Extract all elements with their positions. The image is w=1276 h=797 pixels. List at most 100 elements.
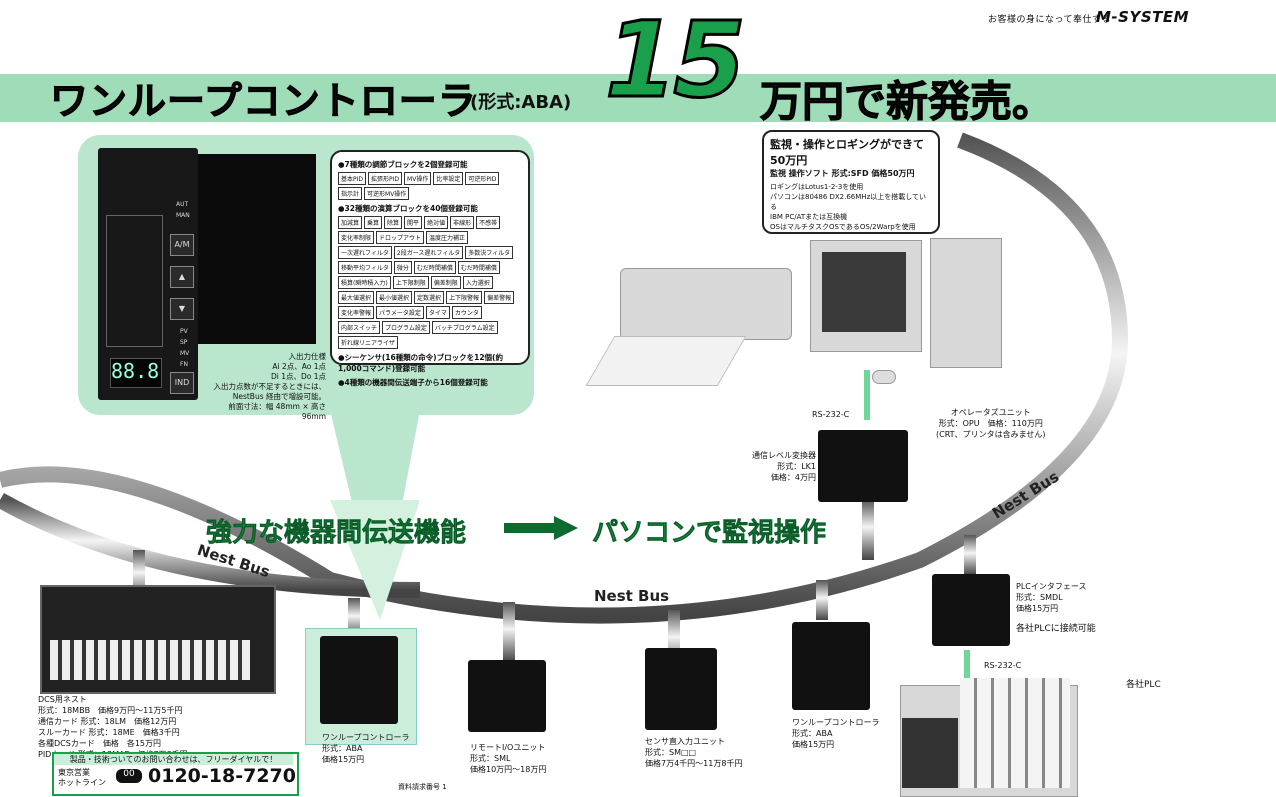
led-man: MAN xyxy=(176,212,190,219)
bus-arc xyxy=(0,132,1129,624)
opu-label: オペレータズユニット形式：OPU 価格：110万円(CRT、プリンタは含みません… xyxy=(936,408,1046,439)
feature-pc-monitoring: パソコンで監視操作 xyxy=(592,518,827,549)
function-block-chip: 拡張形PID xyxy=(368,172,403,185)
function-block-chip: タイマ xyxy=(425,306,450,319)
ind-button[interactable]: IND xyxy=(170,372,194,394)
function-block-chip: バッチプログラム設定 xyxy=(431,321,498,334)
arrow-icon xyxy=(504,516,578,540)
dcs-label: DCS用ネスト形式：18MBB 価格9万円〜11万5千円通信カード 形式：18L… xyxy=(38,695,188,759)
function-block-chip: 絶対値 xyxy=(424,216,449,229)
sm-label: センサ直入力ユニット形式：SM□□価格7万4千円〜11万8千円 xyxy=(645,737,743,768)
smdl-image xyxy=(932,574,1010,646)
sm-image xyxy=(645,648,717,730)
spec-heading: ●7種類の調節ブロックを2個登録可能 xyxy=(338,160,468,169)
controller-housing xyxy=(196,154,316,344)
segment-display: 88.8 xyxy=(110,358,162,388)
document-number: 資料請求番号 1 xyxy=(398,783,447,791)
function-block-chip: 可逆形MV操作 xyxy=(364,187,410,200)
lk1-image xyxy=(818,430,908,502)
plc-keypad xyxy=(902,718,958,788)
led-pv: PV xyxy=(180,328,188,335)
function-block-chip: 不感帯 xyxy=(476,216,501,229)
function-block-chip: 非線形 xyxy=(450,216,475,229)
dcs-card-row xyxy=(50,640,250,680)
function-block-chip: 指示計 xyxy=(338,187,363,200)
spec-heading: ●4種類の機器間伝送端子から16個登録可能 xyxy=(338,378,488,387)
pc-tower-image xyxy=(930,238,1002,368)
printer-image xyxy=(620,268,792,340)
freedial-icon: 00 xyxy=(116,769,142,783)
spec-heading: ●32種類の演算ブロックを40個登録可能 xyxy=(338,204,478,213)
function-block-chip: 変化率制限 xyxy=(338,231,375,244)
aba-image xyxy=(320,636,398,724)
sml-image xyxy=(468,660,546,732)
function-block-chip: 定数選択 xyxy=(414,291,445,304)
am-button[interactable]: A/M xyxy=(170,234,194,256)
function-block-chip: 可逆形PID xyxy=(465,172,500,185)
led-sp: SP xyxy=(180,339,188,346)
bus-label: Nest Bus xyxy=(594,587,670,605)
function-block-chip: 偏差制限 xyxy=(430,276,461,289)
tagline: お客様の身になって奉仕する xyxy=(988,15,1112,25)
mouse-image xyxy=(872,370,896,384)
up-button[interactable]: ▲ xyxy=(170,266,194,288)
spec-heading: ●シーケンサ(16種類の命令)ブロックを12個(約1,000コマンド)登録可能 xyxy=(338,353,503,373)
calc-blocks: 加減算乗算除算開平絶対値非線形不感帯変化率制限ドロップアウト温度圧力補正一次遅れ… xyxy=(338,216,522,349)
drop-lk1 xyxy=(862,500,874,560)
function-block-chip: 偏差警報 xyxy=(484,291,515,304)
drop-aba2 xyxy=(816,580,828,620)
function-block-chip: MV操作 xyxy=(404,172,432,185)
price-headline: 万円で新発売。 xyxy=(759,77,1055,127)
aba-image xyxy=(792,622,870,710)
hotline-label: 東京営業ホットライン xyxy=(58,768,106,787)
bargraph-scale xyxy=(106,215,163,347)
function-block-chip: プログラム設定 xyxy=(382,321,430,334)
bus-arc-left xyxy=(0,493,421,598)
hotline-heading: 製品・技術ついてのお問い合わせは、フリーダイヤルで！ xyxy=(54,754,293,765)
function-block-chip: 積算(瞬時積入力) xyxy=(338,276,391,289)
price-number: 15 xyxy=(604,0,748,121)
function-block-chip: 上下限制限 xyxy=(392,276,429,289)
function-block-chip: 変化率警報 xyxy=(338,306,375,319)
drop-smdl xyxy=(964,535,976,575)
down-button[interactable]: ▼ xyxy=(170,298,194,320)
function-block-chip: 移動平均フィルタ xyxy=(338,261,392,274)
led-aut: AUT xyxy=(176,201,189,208)
function-block-chip: パラメータ設定 xyxy=(376,306,424,319)
plc-label: 各社PLC xyxy=(1126,680,1161,690)
function-block-chip: 折れ線リニアライザ xyxy=(338,336,399,349)
function-block-chip: むだ時間補償 xyxy=(457,261,500,274)
plc-note: 各社PLCに接続可能 xyxy=(1016,624,1096,634)
hotline-number[interactable]: 0120-18-7270 xyxy=(148,765,296,787)
drop-sml xyxy=(503,602,515,662)
function-block-chip: 温度圧力補正 xyxy=(426,231,469,244)
function-block-chip: 入力選択 xyxy=(462,276,493,289)
function-block-chip: 加減算 xyxy=(338,216,363,229)
page-title: ワンループコントローラ xyxy=(50,79,477,124)
io-spec-caption: 入出力仕様 Ai 2点、Ao 1点 Di 1点、Do 1点 入出力点数が不足する… xyxy=(213,352,327,421)
function-block-chip: 基本PID xyxy=(338,172,367,185)
link-opu xyxy=(864,370,870,420)
rs232-label: RS-232-C xyxy=(984,661,1022,670)
led-fn: FN xyxy=(180,361,188,368)
function-block-chip: 最大値選択 xyxy=(338,291,375,304)
function-block-chip: 内部スイッチ xyxy=(338,321,381,334)
function-block-chip: 多数決フィルタ xyxy=(465,246,514,259)
function-block-chip: 開平 xyxy=(404,216,423,229)
function-block-chip: 上下限警報 xyxy=(446,291,483,304)
monitoring-callout: 監視・操作とロギングができて50万円 監視 操作ソフト 形式:SFD 価格50万… xyxy=(762,130,940,234)
brand-logo: M-SYSTEM xyxy=(1096,8,1190,26)
function-block-chip: 最小値選択 xyxy=(376,291,413,304)
function-block-chip: 一次遅れフィルタ xyxy=(338,246,392,259)
function-block-chip: 乗算 xyxy=(364,216,383,229)
plc-modules xyxy=(960,678,1070,788)
model-code: (形式:ABA) xyxy=(470,92,572,113)
callout-fade xyxy=(330,500,420,620)
crt-screen xyxy=(822,252,906,332)
